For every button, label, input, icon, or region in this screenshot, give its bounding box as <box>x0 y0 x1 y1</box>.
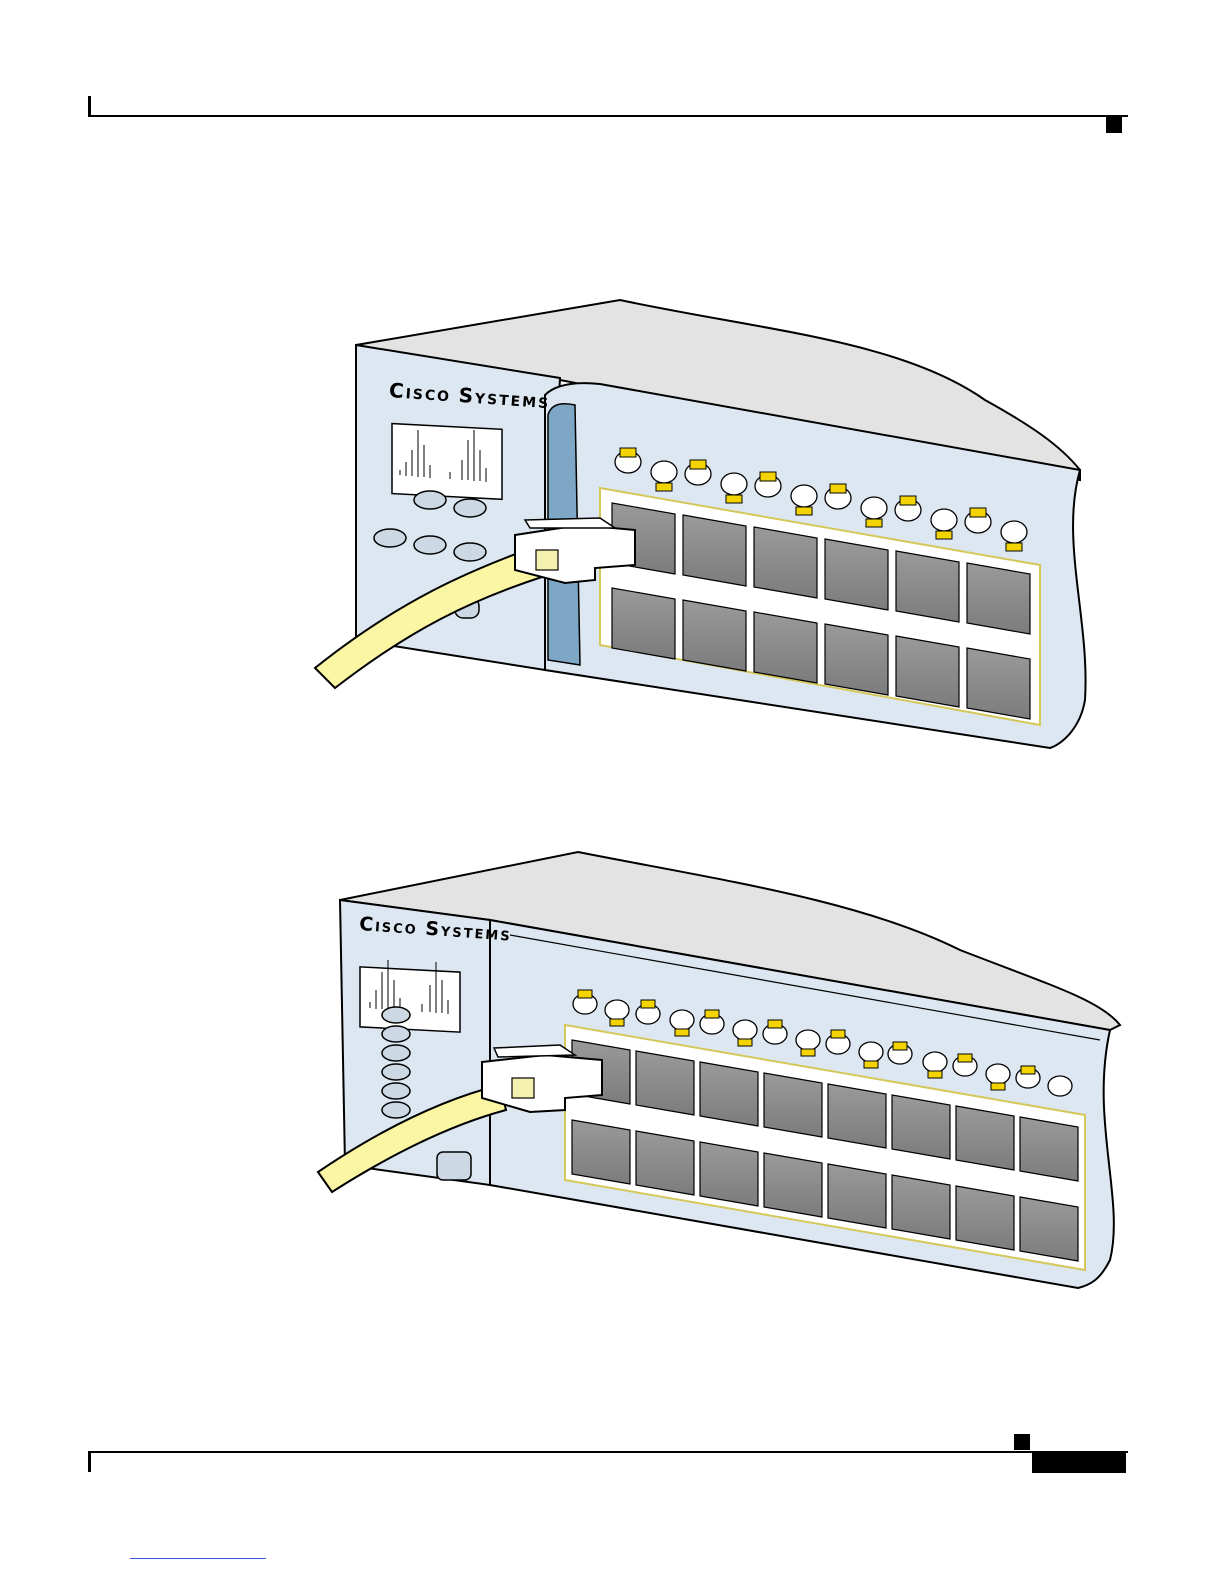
logo-letter: C <box>388 378 406 403</box>
footer-rule <box>88 1451 1128 1453</box>
logo-letter: S <box>458 383 476 408</box>
logo-letter: S <box>425 918 442 941</box>
footer-link-underline[interactable] <box>130 1558 266 1559</box>
figure-1-switch <box>315 300 1086 748</box>
figure-2-switch <box>318 852 1120 1288</box>
footer-tick <box>88 1452 91 1472</box>
figure-1-lcd <box>392 424 502 500</box>
logo-word: ISCO <box>405 386 451 405</box>
logo-letter: C <box>358 913 375 936</box>
logo-word: ISCO <box>374 920 418 938</box>
figure-2-lcd <box>360 967 460 1032</box>
footer-page-tab <box>1032 1453 1126 1473</box>
footer-marker <box>1014 1434 1030 1450</box>
